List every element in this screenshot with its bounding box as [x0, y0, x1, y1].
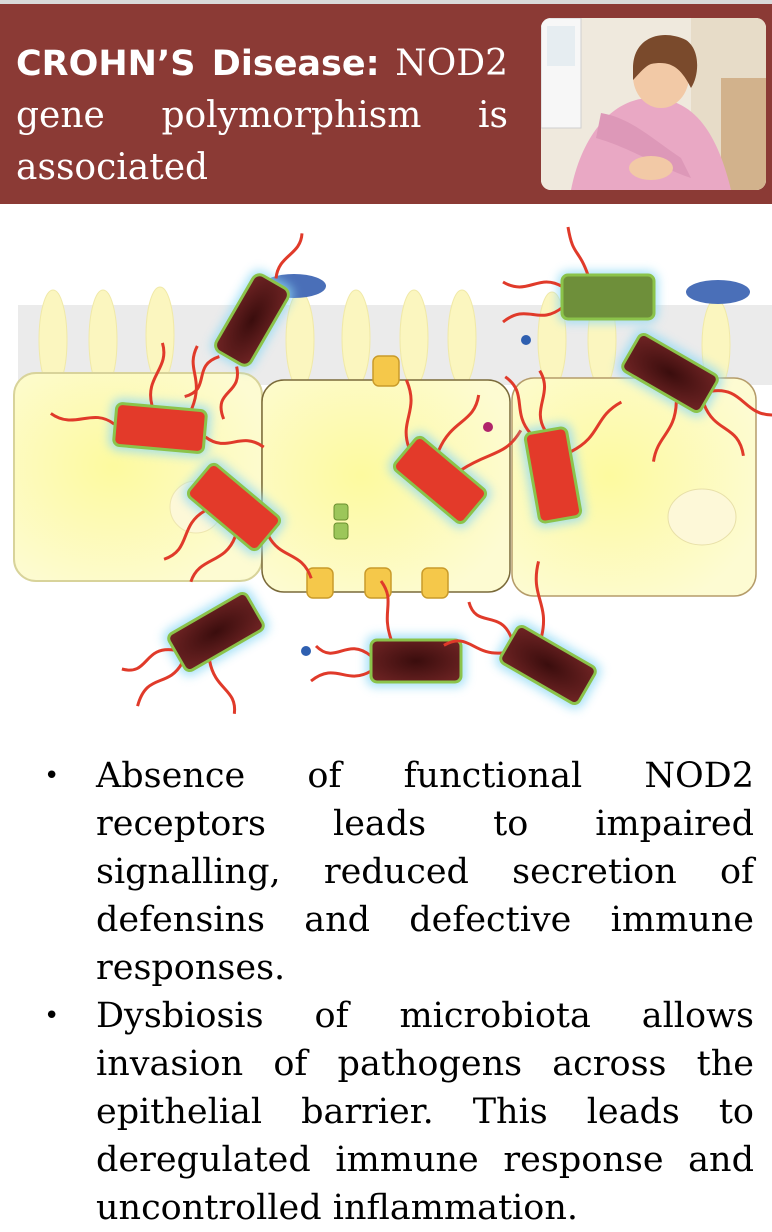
molecule-dot: [301, 646, 311, 656]
bacterium: [310, 580, 466, 687]
mucin-droplet: [686, 280, 750, 304]
bacterium: [389, 379, 523, 528]
bacterium: [617, 329, 772, 462]
bacterium: [121, 588, 269, 714]
defensin-dot: [483, 422, 493, 432]
bullet-icon: •: [44, 1001, 60, 1031]
receptor-marker: [333, 503, 349, 521]
molecule-dot: [521, 335, 531, 345]
title-rest: NOD2 gene polymorphism is associated: [16, 43, 508, 188]
microvilli: [38, 286, 731, 392]
membrane-channels: [306, 355, 449, 599]
bullet-text: Dysbiosis of microbiota allows invasion …: [96, 996, 754, 1228]
bacterium: [502, 226, 658, 324]
title-bold: CROHN’S Disease:: [16, 44, 380, 84]
bacterium: [184, 233, 304, 420]
nucleus: [667, 488, 737, 546]
slide-title: CROHN’S Disease: NOD2 gene polymorphism …: [16, 38, 508, 194]
bullet-item: • Dysbiosis of microbiota allows invasio…: [44, 992, 754, 1232]
bacterium: [49, 342, 265, 458]
patient-illustration: [541, 18, 766, 190]
bullet-list: • Absence of functional NOD2 receptors l…: [0, 752, 772, 1232]
intestinal-epithelium-diagram: [0, 210, 772, 730]
bacterium: [443, 561, 601, 709]
bullet-icon: •: [44, 761, 60, 791]
bacterium: [504, 369, 623, 528]
bullet-text: Absence of functional NOD2 receptors lea…: [96, 756, 754, 988]
bacterium: [163, 459, 313, 583]
top-divider: [0, 0, 772, 4]
bullet-item: • Absence of functional NOD2 receptors l…: [44, 752, 754, 992]
receptor-marker: [333, 522, 349, 540]
